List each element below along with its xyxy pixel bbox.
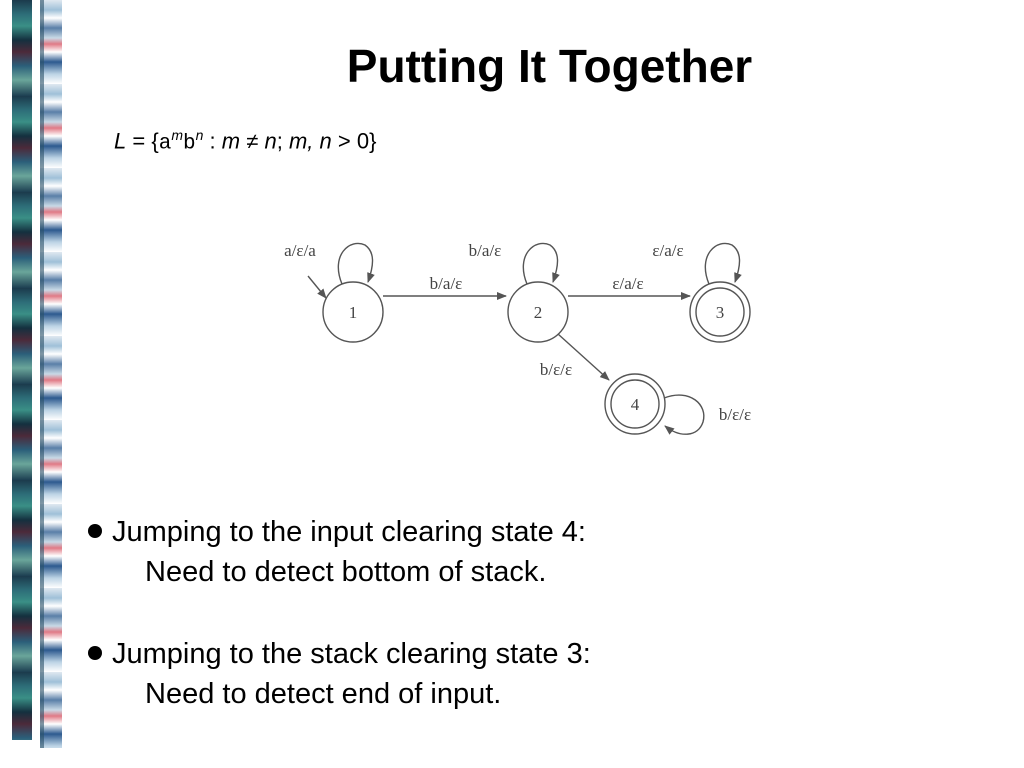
decorative-strip-left [12, 0, 32, 740]
state-2-circle [507, 281, 569, 343]
transition-2-4 [557, 333, 610, 381]
loop-1 [337, 242, 375, 285]
loop-3 [704, 242, 742, 285]
formula-neq: ≠ [246, 128, 259, 154]
state-1-label: 1 [349, 303, 358, 322]
bullet-item: Jumping to the input clearing state 4: N… [88, 512, 591, 592]
language-definition: L = {ambn : m ≠ n; m, n > 0} [114, 120, 376, 159]
state-1-circle [322, 281, 384, 343]
formula-colon: : [209, 128, 216, 154]
transition-label-1-2: b/a/ε [430, 274, 463, 293]
bullet-main: Jumping to the stack clearing state 3: [88, 634, 591, 674]
slide-title: Putting It Together [346, 40, 753, 92]
state-3-label: 3 [716, 303, 725, 322]
formula-cond2: m, n [288, 128, 332, 154]
bullet-list: Jumping to the input clearing state 4: N… [88, 512, 591, 756]
bullet-dot-icon [88, 646, 102, 661]
formula-cond-n: n [264, 128, 277, 154]
loop-4 [663, 394, 705, 435]
transition-label-1-1: a/ε/a [284, 241, 316, 260]
transition-label-2-4: b/ε/ε [540, 360, 572, 379]
formula-m: m [171, 127, 183, 143]
bullet-item: Jumping to the stack clearing state 3: N… [88, 634, 591, 714]
state-4-inner-circle [610, 379, 660, 429]
start-arrow [307, 275, 327, 299]
bullet-dot-icon [88, 524, 102, 539]
bullet-sub: Need to detect bottom of stack. [145, 556, 547, 588]
transition-label-4-4: b/ε/ε [719, 405, 751, 424]
formula-cond-m: m [221, 128, 241, 154]
loop-2 [522, 242, 560, 285]
state-4-outer-circle [604, 373, 666, 435]
bullet-sub: Need to detect end of input. [145, 678, 502, 710]
formula-open: { [151, 128, 159, 154]
formula-n: n [195, 127, 204, 143]
state-3-outer-circle [689, 281, 751, 343]
formula-eq: = [132, 128, 146, 154]
transition-label-3-3: ε/a/ε [652, 241, 683, 260]
formula-b: b [183, 132, 196, 156]
formula-a: a [158, 132, 172, 156]
formula-lhs: L [114, 128, 127, 154]
bullet-main: Jumping to the input clearing state 4: [88, 512, 591, 552]
decorative-strip-right [40, 0, 62, 748]
transition-label-2-2: b/a/ε [469, 241, 502, 260]
bullet-main-text: Jumping to the input clearing state 4: [112, 516, 586, 548]
formula-sep: ; [276, 128, 283, 154]
transition-label-2-3: ε/a/ε [612, 274, 643, 293]
bullet-main-text: Jumping to the stack clearing state 3: [112, 638, 591, 670]
formula-gt: > [337, 128, 351, 154]
state-2-label: 2 [534, 303, 543, 322]
state-4-label: 4 [631, 395, 640, 414]
state-3-inner-circle [695, 287, 745, 337]
formula-zero: 0 [356, 128, 370, 154]
formula-close: } [369, 128, 377, 154]
